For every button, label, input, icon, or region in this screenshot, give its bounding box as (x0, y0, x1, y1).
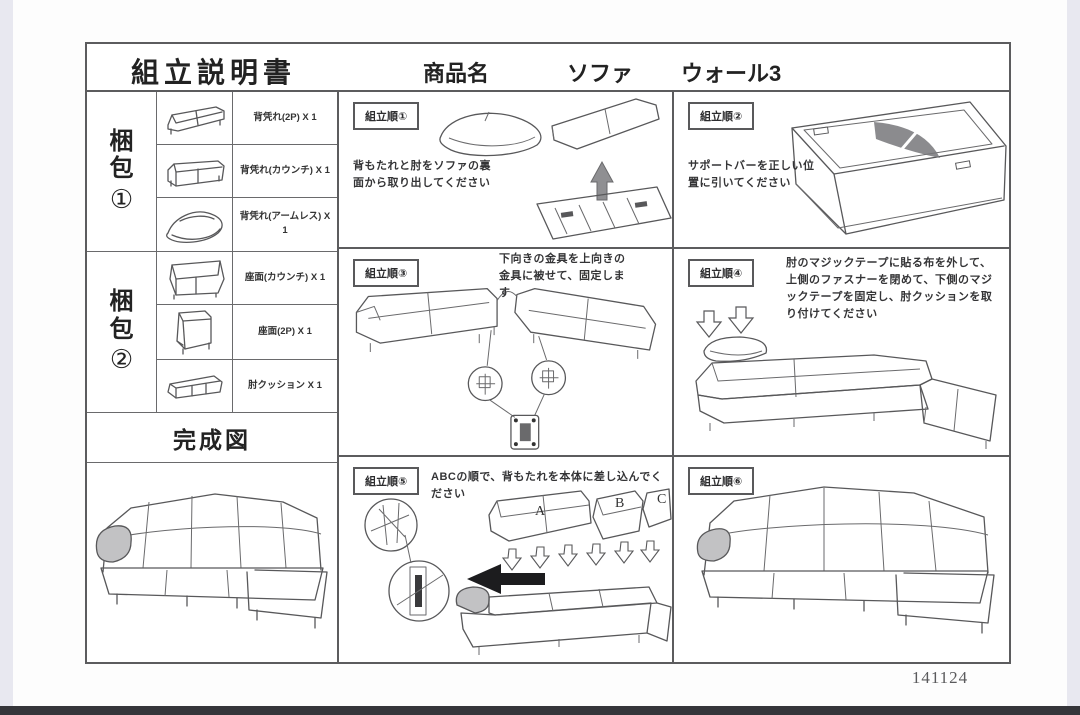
parts-table: 梱包 ① 背凭れ(2P) X 1 (87, 92, 337, 413)
part-name-cell: 座面(カウンチ) X 1 (233, 252, 337, 305)
completed-sofa-illustration (696, 486, 995, 634)
step-3-text: 下向きの金具を上向きの金具に被せて、固定します (499, 253, 626, 300)
part-name-cell: 座面(2P) X 1 (233, 305, 337, 360)
step-6-panel: 組立順⑥ (674, 457, 1009, 660)
insert-backrests-illustration: A B C (364, 488, 672, 655)
document-page: 組立説明書 商品名 ソファ ウォール3 梱包 ① (85, 42, 1011, 664)
step-4-label: 組立順④ (688, 259, 755, 287)
step-1-panel: 組立順① 背もたれと肘をソファの裏面から取り出してください (339, 92, 672, 247)
steps-row-divider-1 (337, 247, 1009, 249)
package-2-label: 梱包 ② (87, 251, 157, 413)
unpack-backrest-illustration (439, 98, 672, 240)
product-type: ソファ (567, 61, 634, 86)
part-thumb-seat-2p (157, 304, 233, 360)
part-thumb-elbow-cushion (157, 359, 233, 413)
part-thumb-seat-couch (157, 251, 233, 305)
finished-view-art (87, 462, 337, 660)
product-name: ウォール3 (681, 61, 782, 86)
left-region-divider (337, 90, 339, 662)
step-5-label: 組立順⑤ (353, 467, 420, 495)
right-edge-strip (1067, 0, 1080, 706)
document-code: 141124 (911, 668, 969, 687)
part-thumb-backrest-armless (157, 198, 233, 252)
finished-sofa-illustration (95, 493, 328, 629)
finished-view-title: 完成図 (87, 413, 337, 463)
step-2-label: 組立順② (688, 102, 755, 130)
step-5-panel: 組立順⑤ ABCの順で、背もたれを本体に差し込んでください A B C (339, 457, 672, 660)
elbow-cushion-part-icon (166, 375, 223, 399)
page-title: 組立説明書 (131, 57, 297, 88)
backrest-2p-part-icon (166, 106, 225, 135)
step-1-label: 組立順① (353, 102, 420, 130)
part-name-cell: 背凭れ(2P) X 1 (233, 92, 337, 146)
bottom-dark-bar (0, 706, 1080, 715)
part-thumb-backrest-couch (157, 145, 233, 199)
backrest-couch-part-icon (166, 160, 225, 187)
attach-elbow-cushion-illustration (695, 306, 997, 449)
step-2-panel: 組立順② サポートバーを正しい位置に引いてください (674, 92, 1009, 247)
step-6-label: 組立順⑥ (688, 467, 755, 495)
step-5-text: ABCの順で、背もたれを本体に差し込んでください (431, 471, 663, 501)
document-header: 組立説明書 商品名 ソファ ウォール3 (87, 44, 1009, 92)
step-2-text: サポートバーを正しい位置に引いてください (688, 160, 815, 190)
product-name-label: 商品名 (423, 61, 490, 86)
left-edge-strip (0, 0, 13, 706)
seat-2p-part-icon (175, 310, 212, 355)
part-name-cell: 肘クッション X 1 (233, 360, 337, 413)
package-1-label: 梱包 ① (87, 92, 157, 252)
part-thumb-backrest-2p (157, 92, 233, 146)
seat-couch-part-icon (168, 260, 225, 300)
part-name-cell: 背凭れ(カウンチ) X 1 (233, 145, 337, 199)
step-4-text: 肘のマジックテープに貼る布を外して、上側のファスナーを閉めて、下側のマジックテー… (786, 257, 993, 321)
join-brackets-illustration (355, 287, 657, 450)
step-3-label: 組立順③ (353, 259, 420, 287)
backrest-marker-a: A (535, 504, 546, 519)
step-1-text: 背もたれと肘をソファの裏面から取り出してください (353, 160, 491, 190)
support-bar-frame-illustration (791, 101, 1007, 235)
backrest-marker-b: B (615, 496, 624, 511)
steps-row-divider-2 (337, 455, 1009, 457)
part-name-cell: 背凭れ(アームレス) X 1 (233, 198, 337, 252)
backrest-armless-part-icon (165, 211, 223, 244)
step-3-panel: 組立順③ 下向きの金具を上向きの金具に被せて、固定します (339, 249, 672, 455)
steps-column-divider (672, 90, 674, 662)
backrest-marker-c: C (657, 492, 666, 507)
step-4-panel: 組立順④ 肘のマジックテープに貼る布を外して、上側のファスナーを閉めて、下側のマ… (674, 249, 1009, 455)
